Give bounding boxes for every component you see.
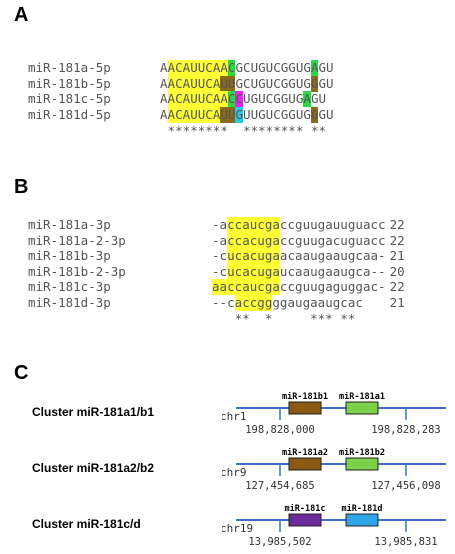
left-coordinate: 127,454,685 xyxy=(245,480,315,492)
sequence-name: miR-181d-3p xyxy=(28,295,111,310)
sequence-name: miR-181b-3p xyxy=(28,248,111,264)
sequence-length: 21 xyxy=(389,295,405,310)
panel-c-label: C xyxy=(14,362,29,384)
sequence-name: miR-181c-5p xyxy=(28,91,111,106)
sequence: AACAUUCAACCUGUCGGUGAGU xyxy=(160,91,327,107)
mirna-label: miR-181d xyxy=(342,504,383,514)
sequence-length: 20 xyxy=(389,263,405,279)
mirna-box-left xyxy=(288,401,322,415)
chromosome-label: chr1 xyxy=(222,410,247,423)
cluster-title: Cluster miR-181a2/b2 xyxy=(32,461,155,475)
sequence-length: 22 xyxy=(389,217,405,232)
mirna-label: miR-181a2 xyxy=(282,448,328,458)
mirna-label: miR-181b1 xyxy=(282,392,328,402)
mirna-label: miR-181a1 xyxy=(339,392,385,402)
sequence: -cucacugaacaaugaaugcaa- xyxy=(212,248,386,265)
right-coordinate: 13,985,831 xyxy=(374,536,437,548)
mirna-box-left xyxy=(288,457,322,471)
right-coordinate: 198,828,283 xyxy=(371,424,441,436)
chromosome-label: chr19 xyxy=(222,522,253,535)
left-coordinate: 198,828,000 xyxy=(245,424,315,436)
sequence-length: 22 xyxy=(389,279,405,295)
sequence: AACAUUCAUUGCUGUCGGUGGGU xyxy=(160,75,334,92)
mirna-label: miR-181b2 xyxy=(339,448,385,458)
panel-b-label: B xyxy=(14,176,29,198)
sequence-name: miR-181b-5p xyxy=(28,75,111,91)
sequence: AACAUUCAACGCUGUCGGUGAGU xyxy=(160,60,334,76)
sequence: aaccaucgaccguugaguggac- xyxy=(212,279,386,296)
sequence-length: 22 xyxy=(389,232,405,248)
sequence-name: miR-181a-2-3p xyxy=(28,232,126,248)
mirna-box-right xyxy=(345,513,379,527)
mirna-label: miR-181c xyxy=(285,504,326,514)
sequence-name: miR-181c-3p xyxy=(28,279,111,295)
mirna-box-right xyxy=(345,401,379,415)
cluster-title: Cluster miR-181c/d xyxy=(32,517,141,531)
panel-a-label: A xyxy=(14,4,29,26)
sequence-length: 21 xyxy=(389,248,405,264)
sequence: -accacugaccguugacuguacc xyxy=(212,232,386,249)
left-coordinate: 13,985,502 xyxy=(248,536,311,548)
sequence: --caccggggaugaaugcac xyxy=(212,295,363,311)
mirna-box-left xyxy=(288,513,322,527)
sequence: -cucacugaucaaugaaugca-- xyxy=(212,263,386,280)
sequence-name: miR-181d-5p xyxy=(28,106,111,122)
conservation-markers: ******** ******** ** xyxy=(167,123,327,138)
sequence: AACAUUCAUUGUUGUCGGUGGGU xyxy=(160,106,334,123)
mirna-box-right xyxy=(345,457,379,471)
chromosome-label: chr9 xyxy=(222,466,247,479)
sequence: -accaucgaccguugauuguacc xyxy=(212,217,386,233)
right-coordinate: 127,456,098 xyxy=(371,480,441,492)
cluster-title: Cluster miR-181a1/b1 xyxy=(32,405,155,419)
conservation-markers: ** * *** ** xyxy=(234,311,356,326)
sequence-name: miR-181a-3p xyxy=(28,217,111,232)
sequence-name: miR-181a-5p xyxy=(28,60,111,75)
sequence-name: miR-181b-2-3p xyxy=(28,263,126,279)
